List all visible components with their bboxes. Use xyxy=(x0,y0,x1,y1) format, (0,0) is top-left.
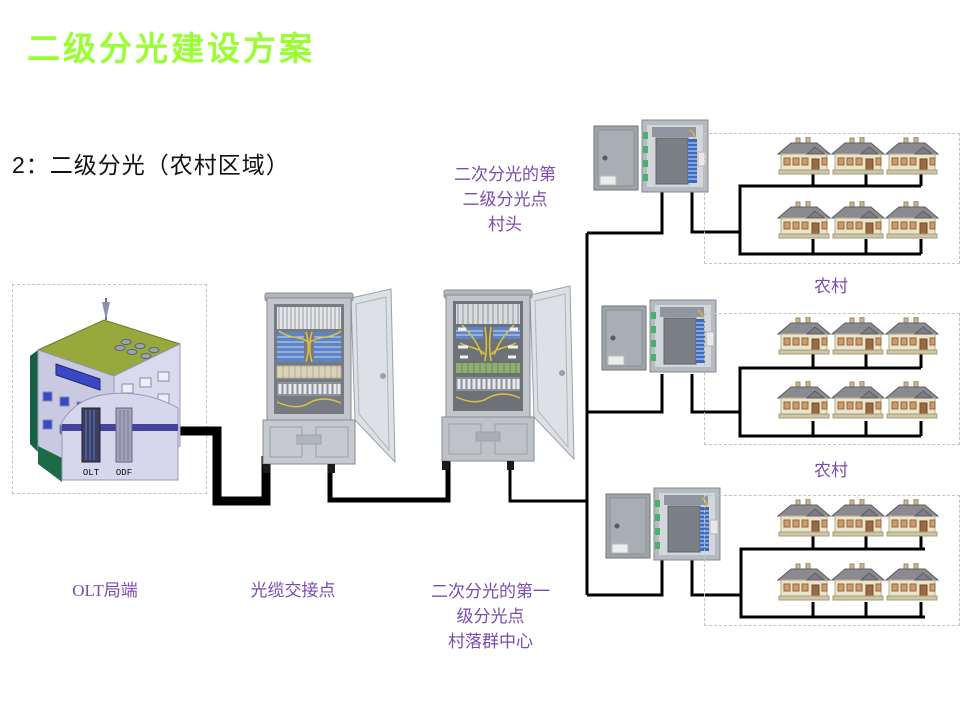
splitter-box-2-graphic xyxy=(600,298,722,378)
label-second-stage-splitter: 二次分光的第 二级分光点 村头 xyxy=(425,162,585,237)
house-group xyxy=(704,495,960,626)
branch-box1-in xyxy=(587,192,664,235)
label-line: 二次分光的第 xyxy=(454,165,556,184)
page-subtitle: 2：二级分光（农村区域） xyxy=(12,152,290,178)
house-icon xyxy=(777,317,831,355)
house-icon xyxy=(831,137,885,175)
house-icon xyxy=(777,381,831,419)
house-icon xyxy=(831,499,885,537)
house-icon xyxy=(777,137,831,175)
house-icon xyxy=(885,499,939,537)
house-group xyxy=(704,133,960,264)
house-icon xyxy=(831,317,885,355)
label-village-2: 农村 xyxy=(814,461,848,480)
house-icon xyxy=(777,201,831,239)
fiber-cabinet-2-graphic xyxy=(432,285,577,470)
branch-box2-in xyxy=(587,374,664,414)
label-first-stage-splitter: 二次分光的第一 级分光点 村落群中心 xyxy=(398,579,583,654)
label-line: 村落群中心 xyxy=(448,632,533,651)
house-icon xyxy=(831,201,885,239)
house-icon xyxy=(777,499,831,537)
splitter-box-3-graphic xyxy=(604,486,726,566)
olt-rack-label: OLT xyxy=(83,468,100,478)
label-olt-office: OLT局端 xyxy=(72,581,138,600)
splitter-box-1-graphic xyxy=(592,118,714,198)
house-icon xyxy=(777,563,831,601)
house-group xyxy=(704,313,960,445)
fiber-cabinet-1-graphic xyxy=(253,288,398,473)
house-icon xyxy=(885,381,939,419)
label-line: 二级分光点 xyxy=(462,190,548,209)
house-icon xyxy=(885,137,939,175)
olt-region-box xyxy=(12,284,207,494)
house-icon xyxy=(831,381,885,419)
label-line: 二次分光的第一 xyxy=(431,582,550,601)
house-icon xyxy=(885,563,939,601)
house-icon xyxy=(831,563,885,601)
house-icon xyxy=(885,317,939,355)
page-title: 二级分光建设方案 xyxy=(27,30,315,67)
odf-rack-label: ODF xyxy=(116,468,132,478)
label-village-1: 农村 xyxy=(814,277,848,296)
olt-building-graphic: OLT ODF xyxy=(28,294,190,484)
label-fiber-cross-connect: 光缆交接点 xyxy=(250,581,336,600)
house-icon xyxy=(885,201,939,239)
label-line: 级分光点 xyxy=(456,607,525,626)
label-line: 村头 xyxy=(488,215,522,234)
